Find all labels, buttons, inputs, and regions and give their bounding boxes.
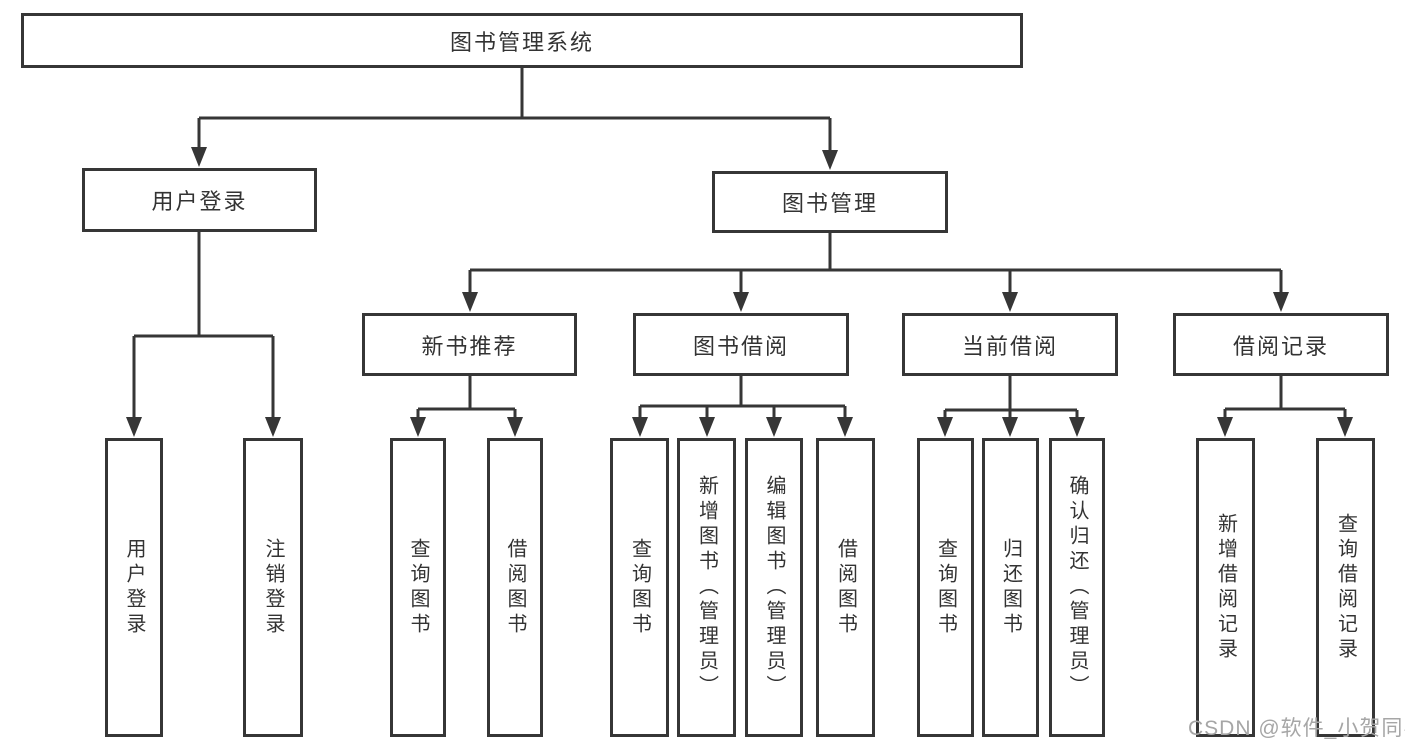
arrowhead-icon [191,147,207,167]
arrowhead-icon [1217,417,1233,437]
leaf-add-book-admin: 新增图书（管理员） [677,438,736,737]
node-user-login: 用户登录 [82,168,317,232]
node-root-label: 图书管理系统 [449,29,594,55]
node-new-book-recommend: 新书推荐 [362,313,577,376]
leaf-query-books-recommend-label: 查询图书 [407,537,429,638]
arrowhead-icon [1069,417,1085,437]
leaf-user-login: 用户登录 [105,438,163,737]
arrowhead-icon [937,417,953,437]
arrowhead-icon [1337,417,1353,437]
arrowhead-icon [1002,417,1018,437]
leaf-query-borrow-record: 查询借阅记录 [1316,438,1375,737]
leaf-return-books-label: 归还图书 [999,537,1022,638]
arrowhead-icon [632,417,648,437]
csdn-watermark: CSDN @软件_小贺同学 [1188,717,1405,740]
node-current-borrowing-label: 当前借阅 [961,333,1058,359]
node-book-borrowing-label: 图书借阅 [692,333,789,359]
leaf-query-books-current-label: 查询图书 [934,537,957,638]
leaf-query-books-recommend: 查询图书 [390,438,446,737]
leaf-query-books-borrow: 查询图书 [610,438,669,737]
node-new-book-recommend-label: 新书推荐 [421,333,518,359]
arrowhead-icon [1002,292,1018,312]
leaf-query-borrow-record-label: 查询借阅记录 [1334,512,1357,663]
leaf-borrow-books-borrow-label: 借阅图书 [834,537,857,638]
leaf-confirm-return-admin-label: 确认归还（管理员） [1066,475,1088,700]
leaf-borrow-books-recommend: 借阅图书 [487,438,543,737]
leaf-add-book-admin-label: 新增图书（管理员） [695,475,718,700]
node-borrowing-records: 借阅记录 [1173,313,1389,376]
arrowhead-icon [699,417,715,437]
arrowhead-icon [837,417,853,437]
arrowhead-icon [733,292,749,312]
arrowhead-icon [766,417,782,437]
leaf-query-books-current: 查询图书 [917,438,974,737]
node-book-management: 图书管理 [712,171,948,233]
arrowhead-icon [822,150,838,170]
leaf-user-login-label: 用户登录 [123,537,145,638]
node-book-management-label: 图书管理 [781,191,878,216]
leaf-edit-book-admin-label: 编辑图书（管理员） [763,475,785,700]
arrowhead-icon [265,417,281,437]
leaf-borrow-books-borrow: 借阅图书 [816,438,875,737]
arrowhead-icon [507,417,523,437]
arrowhead-icon [462,292,478,312]
node-borrowing-records-label: 借阅记录 [1232,333,1329,359]
leaf-add-borrow-record-label: 新增借阅记录 [1214,512,1237,663]
arrowhead-icon [410,417,426,437]
arrowhead-icon [126,417,142,437]
arrowhead-icon [1273,292,1289,312]
node-user-login-label: 用户登录 [151,189,248,214]
leaf-borrow-books-recommend-label: 借阅图书 [504,537,526,638]
leaf-confirm-return-admin: 确认归还（管理员） [1049,438,1105,737]
leaf-logout: 注销登录 [243,438,303,737]
leaf-return-books: 归还图书 [982,438,1039,737]
node-current-borrowing: 当前借阅 [902,313,1118,376]
leaf-query-books-borrow-label: 查询图书 [628,537,651,638]
leaf-logout-label: 注销登录 [262,537,284,638]
leaf-edit-book-admin: 编辑图书（管理员） [745,438,803,737]
leaf-add-borrow-record: 新增借阅记录 [1196,438,1255,737]
node-root: 图书管理系统 [21,13,1023,68]
node-book-borrowing: 图书借阅 [633,313,849,376]
